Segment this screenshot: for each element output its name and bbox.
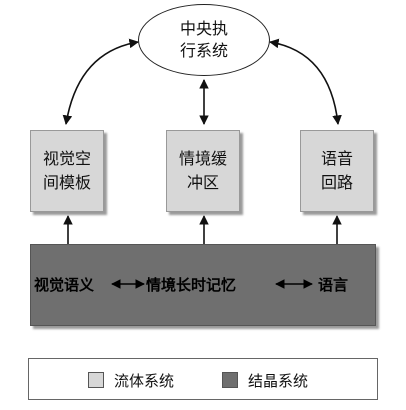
central-executive-line1: 中央执 [179,19,228,38]
legend-swatch-fluid [88,372,104,388]
legend-label-fluid: 流体系统 [114,372,175,390]
legend-swatch-crystal [222,372,238,388]
legend-label-crystal: 结晶系统 [248,372,309,390]
central-executive-line2: 行系统 [179,41,228,60]
episodic-line1: 情境缓 [178,149,227,168]
episodic-line2: 冲区 [186,173,219,192]
phonological-line2: 回路 [320,173,353,192]
legend [28,358,378,400]
band-label-language: 语言 [318,276,349,294]
arrow-central-to-phonological [269,38,342,125]
episodic-buffer-box: 情境缓 冲区 [166,130,240,212]
visuospatial-sketchpad-box: 视觉空 间模板 [30,130,104,212]
visuospatial-line2: 间模板 [42,173,91,192]
visuospatial-line1: 视觉空 [42,149,91,168]
phonological-line1: 语音 [320,149,353,168]
crystallized-band [30,244,376,326]
band-label-episodic-ltm: 情境长时记忆 [146,276,237,294]
phonological-loop-box: 语音 回路 [300,130,374,212]
arrow-central-to-visuospatial [62,38,139,125]
central-executive-node: 中央执 行系统 [138,4,270,76]
band-label-visual-semantics: 视觉语义 [34,276,95,294]
